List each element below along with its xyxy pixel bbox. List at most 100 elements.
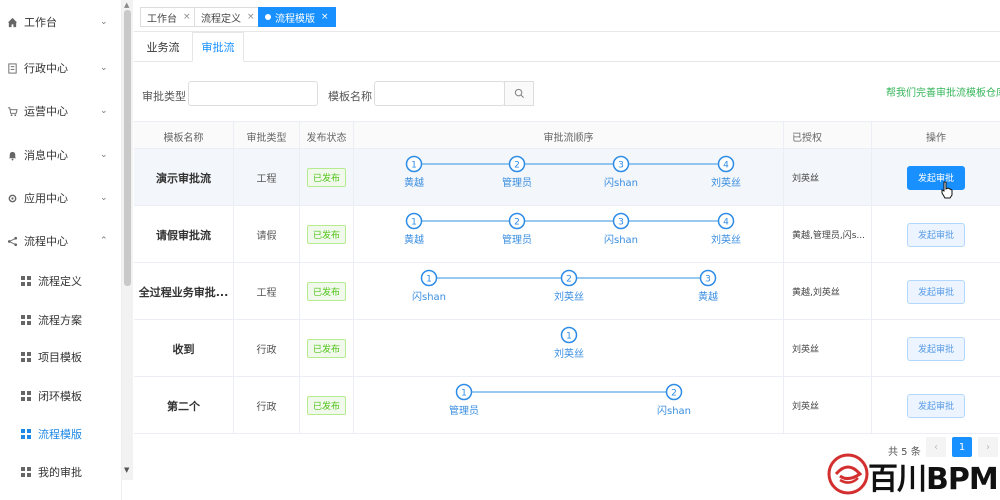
sidebar-subitem-my-approvals[interactable]: 我的审批 <box>0 460 122 484</box>
chevron-up-icon: ⌃ <box>100 236 108 246</box>
sidebar-subitem-project-template[interactable]: 项目模板 <box>0 345 122 369</box>
chevron-down-icon: ⌄ <box>100 17 108 27</box>
logo-swirl-icon <box>827 453 869 495</box>
start-approval-button[interactable]: 发起审批 <box>907 279 965 304</box>
template-name: 演示审批流 <box>156 171 211 185</box>
building-icon <box>6 62 18 74</box>
status-badge: 已发布 <box>306 225 346 244</box>
start-approval-button[interactable]: 发起审批 <box>907 336 965 361</box>
search-button[interactable] <box>504 81 534 106</box>
template-name: 全过程业务审批... <box>138 285 229 299</box>
flow-step-circle <box>405 212 423 230</box>
start-approval-button[interactable]: 发起审批 <box>907 393 965 418</box>
sidebar-subitem-process-definition[interactable]: 流程定义 <box>0 269 122 293</box>
sidebar-item-operations[interactable]: 运营中心 ⌄ <box>0 99 122 123</box>
start-approval-button[interactable]: 发起审批 <box>907 222 965 247</box>
chevron-down-icon: ⌄ <box>100 193 108 203</box>
approval-type: 行政 <box>256 345 277 356</box>
grid-icon <box>20 351 32 363</box>
template-name-cell: 全过程业务审批... <box>134 263 234 320</box>
flow-step-number: 3 <box>618 161 624 171</box>
tab-label: 业务流 <box>146 41 180 54</box>
flow-step-circle <box>420 269 438 287</box>
status-badge: 已发布 <box>306 339 346 358</box>
flow-step-circle <box>699 269 717 287</box>
sidebar-subitem-process-template[interactable]: 流程模版 <box>0 422 122 446</box>
flow-step-number: 1 <box>411 161 417 171</box>
cart-icon <box>6 105 18 117</box>
start-approval-button[interactable]: 发起审批 <box>907 165 965 190</box>
sidebar-item-admin[interactable]: 行政中心 ⌄ <box>0 56 122 80</box>
flow-step-circle <box>612 212 630 230</box>
grid-icon <box>20 466 32 478</box>
approval-type-cell: 工程 <box>234 263 300 320</box>
close-icon[interactable]: × <box>321 12 329 22</box>
tab-business-flow[interactable]: 业务流 <box>134 32 192 62</box>
chevron-down-icon: ⌄ <box>100 63 108 73</box>
flow-step-circle <box>405 155 423 173</box>
tab-approval-flow[interactable]: 审批流 <box>192 32 244 62</box>
tab-process-template[interactable]: 流程模版 × <box>258 7 336 27</box>
flow-step-label: 闪shan <box>604 233 638 246</box>
sidebar-item-process-center[interactable]: 流程中心 ⌃ <box>0 229 122 253</box>
search-icon <box>514 88 524 99</box>
scroll-up-icon[interactable]: ▲ <box>124 1 130 9</box>
home-icon <box>6 16 18 28</box>
page-prev-button[interactable]: ‹ <box>926 437 946 457</box>
active-dot-icon <box>265 14 271 20</box>
flow-step-number: 3 <box>705 275 711 285</box>
chevron-down-icon: ⌄ <box>100 150 108 160</box>
close-icon[interactable]: × <box>183 12 191 22</box>
template-name-input[interactable] <box>374 81 505 106</box>
approval-type-cell: 工程 <box>234 149 300 206</box>
flow-step-number: 3 <box>618 218 624 228</box>
flow-step-label: 闪shan <box>412 290 446 303</box>
approval-type-cell: 行政 <box>234 320 300 377</box>
status-badge: 已发布 <box>306 282 346 301</box>
help-improve-link[interactable]: 帮我们完善审批流模板仓库 <box>886 88 1000 99</box>
flow-step-label: 管理员 <box>449 404 479 417</box>
header-status: 发布状态 <box>300 122 354 150</box>
close-icon[interactable]: × <box>247 12 255 22</box>
authorized-cell: 黄越,管理员,闪s... <box>784 206 872 263</box>
sidebar-item-apps[interactable]: 应用中心 ⌄ <box>0 186 122 210</box>
tab-process-definition[interactable]: 流程定义 × <box>194 7 262 27</box>
sidebar-item-label: 运营中心 <box>24 105 68 118</box>
chevron-right-icon: › <box>986 441 990 453</box>
sidebar-subitem-loop-template[interactable]: 闭环模板 <box>0 384 122 408</box>
approval-type: 工程 <box>256 174 277 185</box>
sidebar-item-workbench[interactable]: 工作台 ⌄ <box>0 10 122 34</box>
sidebar-item-label: 消息中心 <box>24 149 68 162</box>
sidebar-subitem-process-plan[interactable]: 流程方案 <box>0 308 122 332</box>
page-next-button[interactable]: › <box>978 437 998 457</box>
sidebar-scrollbar[interactable]: ▲ ▼ <box>122 0 133 480</box>
flow-step-number: 2 <box>566 275 572 285</box>
sidebar-item-label: 工作台 <box>24 16 57 29</box>
flow-step-label: 刘英丝 <box>554 347 584 360</box>
scroll-down-icon[interactable]: ▼ <box>124 466 130 474</box>
flow-step-label: 刘英丝 <box>711 233 741 246</box>
hand-cursor-icon <box>941 181 953 199</box>
sidebar-item-label: 闭环模板 <box>38 390 82 403</box>
approval-type-input[interactable] <box>188 81 318 106</box>
tab-label: 流程定义 <box>201 13 241 25</box>
flow-step-circle <box>717 212 735 230</box>
flow-step-number: 2 <box>671 389 677 399</box>
page-number-button[interactable]: 1 <box>952 437 972 457</box>
header-template-name: 模板名称 <box>134 122 234 150</box>
tab-bar: 工作台 × 流程定义 × 流程模版 × <box>134 0 1000 32</box>
sidebar-item-messages[interactable]: 消息中心 ⌄ <box>0 143 122 167</box>
flow-step-number: 1 <box>426 275 432 285</box>
template-name-label: 模板名称 <box>328 90 372 103</box>
scroll-thumb[interactable] <box>124 10 131 286</box>
tab-workbench[interactable]: 工作台 × <box>140 7 198 27</box>
grid-icon <box>20 314 32 326</box>
